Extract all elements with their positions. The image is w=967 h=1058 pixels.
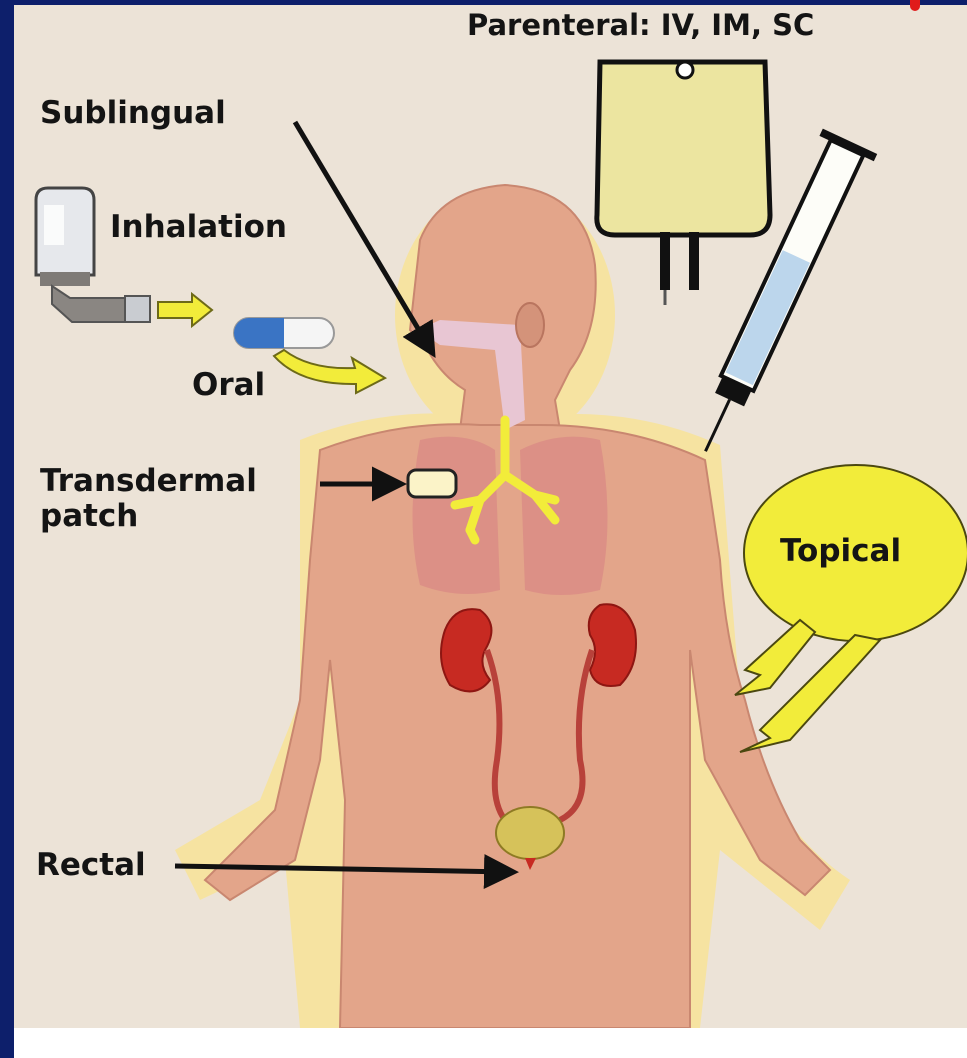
frame-left [0,0,14,1058]
label-transdermal-line2: patch [40,499,138,533]
frame-top [0,0,967,5]
bottom-strip [14,1028,967,1058]
capsule [234,318,334,348]
bladder [496,807,564,859]
label-topical: Topical [780,534,901,568]
ear [516,303,544,347]
label-rectal: Rectal [36,848,146,882]
label-sublingual: Sublingual [40,96,226,130]
label-inhalation: Inhalation [110,210,287,244]
label-parenteral: Parenteral: IV, IM, SC [467,8,814,42]
red-mark [910,0,920,11]
label-transdermal-line1: Transdermal [40,464,257,498]
transdermal-patch [408,470,456,497]
label-oral: Oral [192,368,265,402]
